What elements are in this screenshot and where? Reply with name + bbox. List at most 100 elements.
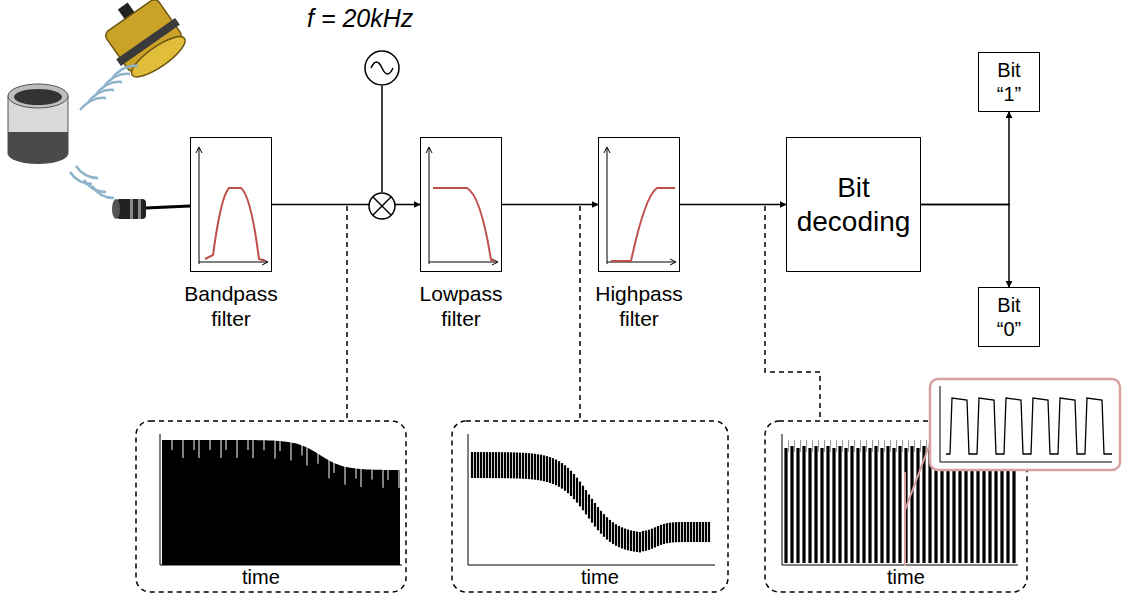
response-curve (433, 188, 495, 261)
signal-band (471, 452, 473, 478)
signal-spike (902, 440, 903, 452)
signal-spike (812, 440, 813, 452)
signal-band (654, 527, 656, 547)
signal-pulse (796, 448, 799, 563)
transducer-face (126, 30, 190, 83)
signal-band (480, 452, 482, 478)
signal-arrow (921, 205, 1009, 288)
signal-band (669, 523, 671, 543)
signal-band (594, 503, 596, 526)
signal-notch (372, 469, 373, 480)
signal-band (666, 523, 668, 543)
signal-band (648, 530, 650, 550)
signal-band (576, 478, 578, 503)
signal-band (474, 452, 476, 478)
signal-band (612, 522, 614, 544)
box-label: Bit “1” (986, 58, 1032, 106)
signal-pulse (898, 446, 901, 563)
response-axes (426, 147, 498, 265)
square-wave (946, 398, 1112, 454)
signal-band (642, 531, 644, 551)
signal-band (555, 460, 557, 486)
response-curve (205, 188, 265, 261)
receiver-sensor (112, 199, 190, 219)
signal-band (564, 465, 566, 490)
wave (80, 98, 106, 110)
signal-band (651, 529, 653, 549)
signal-spike (854, 440, 855, 452)
signal-spike (788, 440, 789, 452)
signal-band (618, 526, 620, 547)
signal-pulse (784, 448, 787, 563)
cylinder (8, 84, 68, 164)
signal-spike (818, 440, 819, 452)
wave (112, 66, 138, 78)
oscillator-circle (365, 51, 399, 85)
signal-band (603, 514, 605, 537)
signal-pulse (916, 448, 919, 563)
cylinder-top (8, 84, 68, 108)
signal-band (708, 522, 710, 542)
filter-response (599, 138, 678, 270)
signal-band (636, 532, 638, 552)
signal-band (663, 524, 665, 544)
signal-band (537, 454, 539, 480)
signal-spike (848, 440, 849, 452)
leader-line (346, 206, 348, 420)
signal-band (588, 494, 590, 518)
signal-band (504, 452, 506, 478)
inset-axis (940, 386, 941, 462)
inset-axis (940, 462, 1112, 463)
signal-notch (345, 466, 346, 485)
signal-band (543, 455, 545, 481)
signal-band (540, 455, 542, 481)
signal-pulse (802, 446, 805, 563)
signal-pulse (850, 446, 853, 563)
signal-notch (183, 439, 184, 458)
signal-band (528, 453, 530, 479)
signal-band (486, 452, 488, 478)
signal-band (519, 453, 521, 479)
dashed-leaders (347, 206, 820, 420)
block-label: Lowpass filter (401, 281, 521, 331)
signal-band (534, 454, 536, 480)
signal-band (579, 482, 581, 507)
signal-spike (794, 440, 795, 452)
response-curve (611, 188, 675, 261)
filter-block: Highpass filter (598, 137, 680, 272)
axis-label: time (885, 566, 927, 589)
input-wire (146, 206, 190, 208)
signal-band (693, 522, 695, 542)
wave (92, 186, 114, 198)
signal-pulse (808, 448, 811, 563)
signal-band (609, 520, 611, 542)
signal-notch (399, 469, 400, 488)
signal-pulse (832, 448, 835, 563)
filter-response (191, 138, 270, 270)
signal-band (489, 452, 491, 478)
signal-band (645, 531, 647, 551)
signal-band (498, 452, 500, 478)
signal-band (513, 452, 515, 478)
plot-panels (136, 421, 1027, 592)
response-axes (604, 147, 676, 265)
signal-notch (237, 439, 238, 458)
plot-panel (136, 421, 406, 592)
signal-pulse (856, 448, 859, 563)
signal-notch (334, 462, 335, 473)
signal-band (699, 522, 701, 542)
signal-band (561, 463, 563, 489)
signal-band (525, 453, 527, 479)
signal-notch (210, 439, 211, 450)
signal-notch (199, 439, 200, 458)
signal-pulse (910, 446, 913, 563)
signal-band (567, 468, 569, 493)
signal-spike (830, 440, 831, 452)
filter-block: Lowpass filter (420, 137, 502, 272)
signal-pulse (814, 446, 817, 563)
oscillator (365, 51, 399, 192)
signal-band (582, 486, 584, 511)
signal-notch (361, 468, 362, 487)
signal-band (606, 517, 608, 539)
